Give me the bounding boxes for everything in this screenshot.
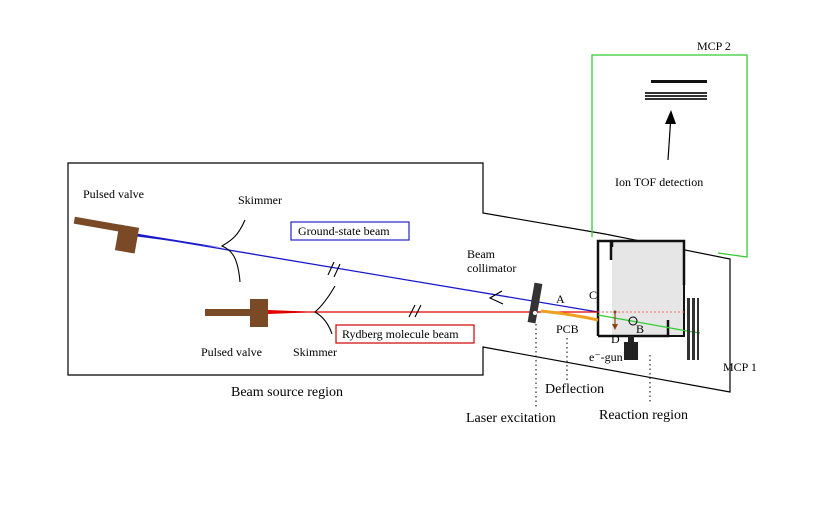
mcp1-label: MCP 1 (723, 360, 757, 374)
ground-state-beam-label: Ground-state beam (298, 224, 390, 238)
mcp2-front-plate (651, 80, 707, 83)
ground-state-beam-box (290, 221, 410, 241)
point-c-dot (613, 310, 617, 314)
reaction-side-wall (668, 285, 685, 337)
rydberg-beam-cone (268, 310, 320, 314)
point-b-label: B (636, 322, 644, 336)
beam-source-region-label: Beam source region (231, 385, 343, 400)
point-c-label: C (589, 288, 597, 302)
mcp1-plate-2 (692, 298, 695, 360)
rydberg-beam-box (335, 324, 475, 344)
deflected-green-beam (597, 314, 688, 332)
point-b-marker (628, 316, 638, 326)
skimmer-bottom-shape (314, 285, 336, 335)
beam-collimator-plate (527, 282, 543, 324)
ground-state-beam-cone (133, 233, 225, 248)
mcp2-plate-2 (645, 95, 707, 97)
egun-base (628, 336, 634, 342)
point-d-arrowhead (612, 324, 618, 330)
skimmer-top-label: Skimmer (238, 193, 282, 207)
tof-region-outline (591, 54, 748, 258)
collimator-chevron (488, 290, 504, 305)
mcp2-plate-1 (645, 92, 707, 94)
ion-tof-label: Ion TOF detection (615, 175, 703, 189)
pcb-deflector (540, 309, 599, 322)
upper-electrode (609, 239, 686, 285)
pulsed-valve-top-arm (73, 216, 125, 233)
break-mark-rydberg (408, 304, 422, 318)
mcp1-plate-1 (687, 298, 690, 360)
rydberg-beam-label: Rydberg molecule beam (342, 327, 459, 341)
skimmer-top-shape (220, 219, 246, 283)
ion-tof-arrow-head (665, 110, 676, 124)
ground-state-beam-line (132, 233, 599, 313)
mcp2-label: MCP 2 (697, 39, 731, 53)
pcb-label: PCB (556, 322, 579, 336)
reaction-region-label: Reaction region (599, 408, 688, 423)
reaction-region-box (612, 241, 684, 336)
deflection-label: Deflection (545, 382, 604, 397)
egun-label: e⁻-gun (589, 350, 623, 364)
collimator-hole (533, 311, 537, 315)
egun-body (624, 342, 638, 360)
mcp2-plate-3 (645, 98, 707, 100)
point-d-label: D (611, 332, 620, 346)
pulsed-valve-bottom-arm (205, 309, 253, 316)
pulsed-valve-top-label: Pulsed valve (83, 187, 144, 201)
skimmer-bottom-label: Skimmer (293, 345, 337, 359)
laser-excitation-label: Laser excitation (466, 411, 556, 426)
vacuum-chamber-outline (67, 162, 731, 393)
pulsed-valve-bottom-body (250, 299, 268, 327)
beam-collimator-label-1: Beam (467, 247, 496, 261)
beam-collimator-label-2: collimator (467, 261, 516, 275)
mcp1-plate-3 (697, 298, 699, 360)
point-a-label: A (556, 292, 565, 306)
pulsed-valve-bottom-label: Pulsed valve (201, 345, 262, 359)
break-mark-ground (327, 261, 341, 278)
